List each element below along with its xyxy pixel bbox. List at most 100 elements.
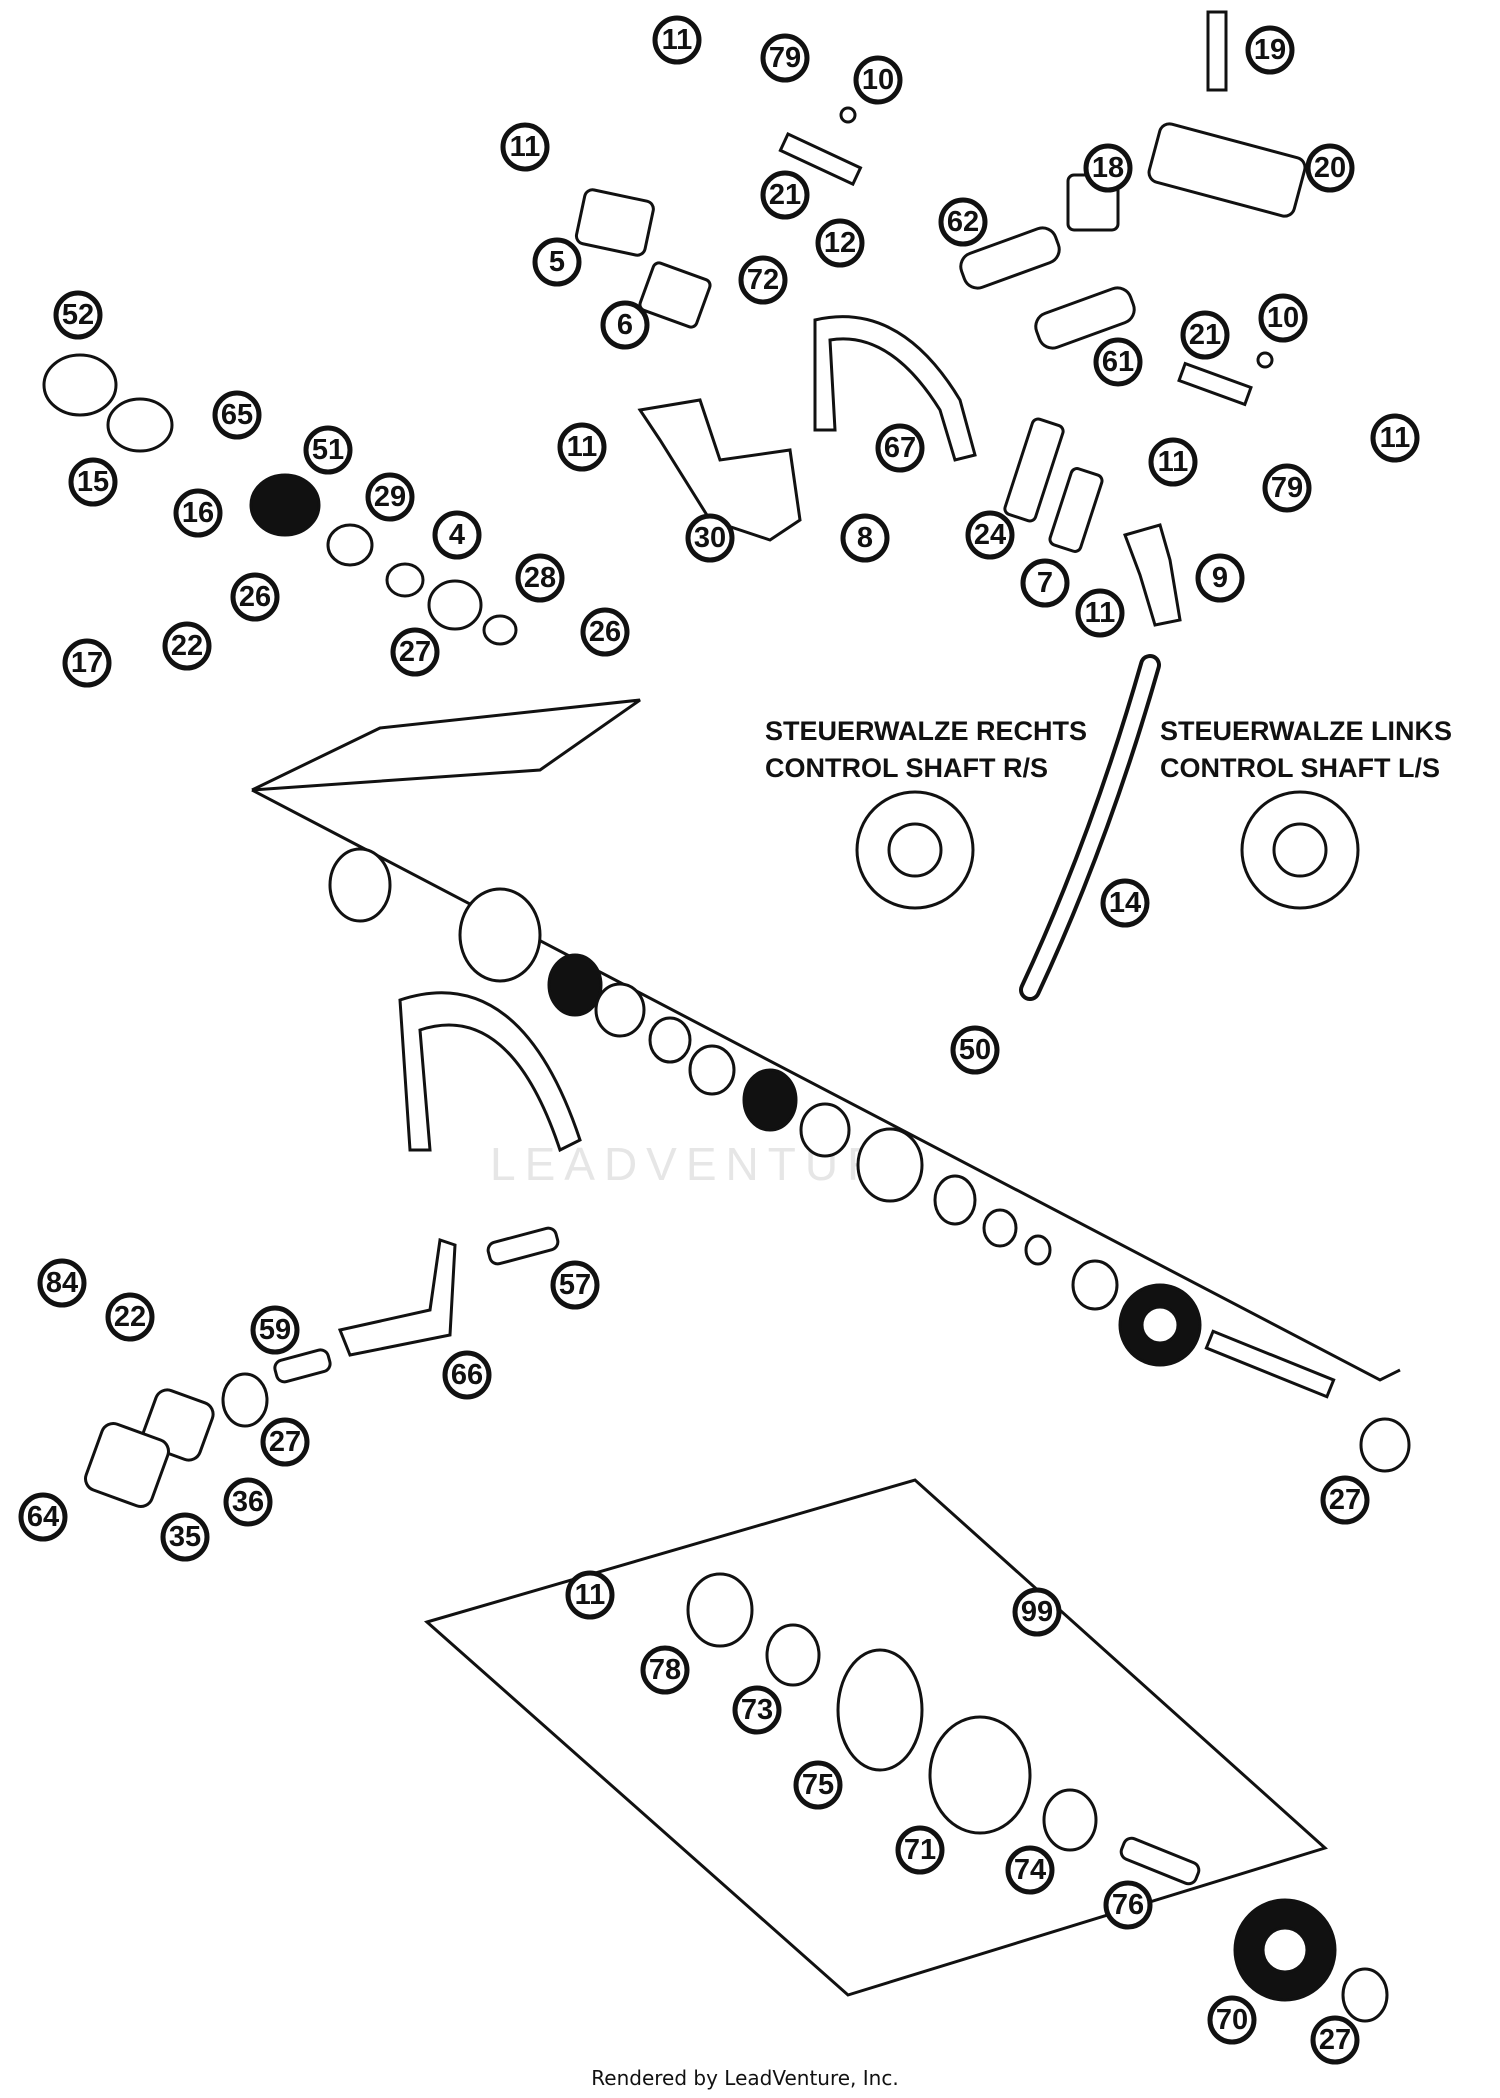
part-10-ring (839, 106, 857, 124)
svg-text:27: 27 (399, 636, 431, 668)
svg-text:27: 27 (1319, 2024, 1351, 2056)
part-29-ring (326, 523, 374, 567)
callout: 11 (1075, 588, 1125, 638)
svg-text:57: 57 (559, 1269, 591, 1301)
part-8-link (1003, 417, 1065, 523)
svg-text:18: 18 (1092, 152, 1124, 184)
svg-text:75: 75 (802, 1769, 834, 1801)
callout: 21 (760, 170, 810, 220)
svg-text:7: 7 (1037, 567, 1053, 599)
callout: 19 (1245, 25, 1295, 75)
callout: 50 (950, 1025, 1000, 1075)
part-4-washer (385, 562, 425, 598)
part-19-pin (1206, 10, 1228, 92)
svg-text:66: 66 (451, 1359, 483, 1391)
callout: 7 (1020, 558, 1070, 608)
part-10-ring-lower (1256, 351, 1274, 369)
callout: 11 (500, 122, 550, 172)
callout: 6 (600, 300, 650, 350)
svg-text:50: 50 (959, 1034, 991, 1066)
part-50-ring-b (1024, 1234, 1052, 1266)
part-6-gasket (638, 261, 712, 329)
svg-text:16: 16 (182, 497, 214, 529)
part-57-pin (486, 1226, 560, 1266)
render-credit: Rendered by LeadVenture, Inc. (591, 2066, 898, 2090)
svg-text:64: 64 (27, 1501, 59, 1533)
callout: 62 (938, 197, 988, 247)
part-78-impeller (686, 1572, 754, 1648)
svg-text:62: 62 (947, 206, 979, 238)
part-9-lever (1123, 523, 1182, 627)
callout: 9 (1195, 553, 1245, 603)
part-14-hose-inner (1023, 658, 1157, 997)
assembly-99-frame (423, 1478, 1328, 1997)
callout: 66 (442, 1350, 492, 1400)
callout: 5 (532, 237, 582, 287)
svg-text:71: 71 (904, 1834, 936, 1866)
part-70-gear-hub (1261, 1926, 1309, 1974)
svg-text:51: 51 (312, 434, 344, 466)
right-shaft-label-en: CONTROL SHAFT R/S (765, 753, 1048, 783)
part-50-flange (458, 887, 542, 983)
svg-text:74: 74 (1014, 1854, 1046, 1886)
part-7-link (1048, 467, 1104, 553)
svg-text:59: 59 (259, 1314, 291, 1346)
svg-text:17: 17 (71, 647, 103, 679)
callout: 71 (895, 1825, 945, 1875)
part-51-spring (249, 473, 321, 537)
callout: 51 (303, 425, 353, 475)
svg-text:4: 4 (449, 519, 465, 551)
left-shaft-gear-hub (1272, 822, 1328, 878)
svg-text:67: 67 (884, 432, 916, 464)
svg-text:11: 11 (662, 24, 693, 56)
svg-text:29: 29 (374, 481, 406, 513)
part-27-bearing-bottom (1341, 1967, 1389, 2023)
part-50-washer-b (648, 1016, 692, 1064)
callout: 67 (875, 423, 925, 473)
svg-text:8: 8 (857, 522, 873, 554)
callout: 52 (53, 290, 103, 340)
svg-text:15: 15 (77, 466, 109, 498)
callout: 11 (1370, 413, 1420, 463)
part-66-lever (337, 1238, 457, 1357)
assembly-50-frame (251, 698, 641, 792)
callout: 24 (965, 510, 1015, 560)
callout: 26 (580, 607, 630, 657)
callout: 73 (732, 1685, 782, 1735)
svg-text:36: 36 (232, 1486, 264, 1518)
svg-text:11: 11 (1158, 446, 1189, 478)
svg-text:11: 11 (1380, 422, 1411, 454)
callout: 22 (105, 1292, 155, 1342)
callout: 12 (815, 218, 865, 268)
svg-text:11: 11 (1085, 597, 1116, 629)
svg-text:79: 79 (769, 42, 801, 74)
part-50-sprocket-hub (1140, 1305, 1180, 1345)
part-50-washer-a (594, 982, 646, 1038)
callout: 27 (1310, 2015, 1360, 2065)
part-21-rod-lower (1177, 361, 1253, 407)
svg-text:6: 6 (617, 309, 633, 341)
svg-text:21: 21 (769, 179, 801, 211)
svg-text:11: 11 (567, 431, 598, 463)
svg-text:61: 61 (1102, 346, 1134, 378)
svg-text:21: 21 (1189, 319, 1221, 351)
part-50-ring-a (982, 1208, 1018, 1248)
part-15-ring (106, 397, 174, 453)
part-50-gear-b (742, 1068, 798, 1132)
part-50-shaft (1204, 1329, 1336, 1399)
callout: 78 (640, 1645, 690, 1695)
callout: 28 (515, 553, 565, 603)
svg-text:26: 26 (239, 581, 271, 613)
svg-text:14: 14 (1109, 887, 1141, 919)
callout: 72 (738, 255, 788, 305)
svg-text:79: 79 (1271, 472, 1303, 504)
part-50-impeller (328, 847, 392, 923)
svg-text:84: 84 (46, 1267, 78, 1299)
part-76-shaft (1119, 1836, 1201, 1886)
svg-text:12: 12 (824, 227, 856, 259)
part-27-bearing (427, 579, 483, 631)
callout: 11 (565, 1570, 615, 1620)
part-24-circlip (482, 614, 518, 646)
svg-text:30: 30 (694, 522, 726, 554)
part-50-gear-a (547, 953, 603, 1017)
